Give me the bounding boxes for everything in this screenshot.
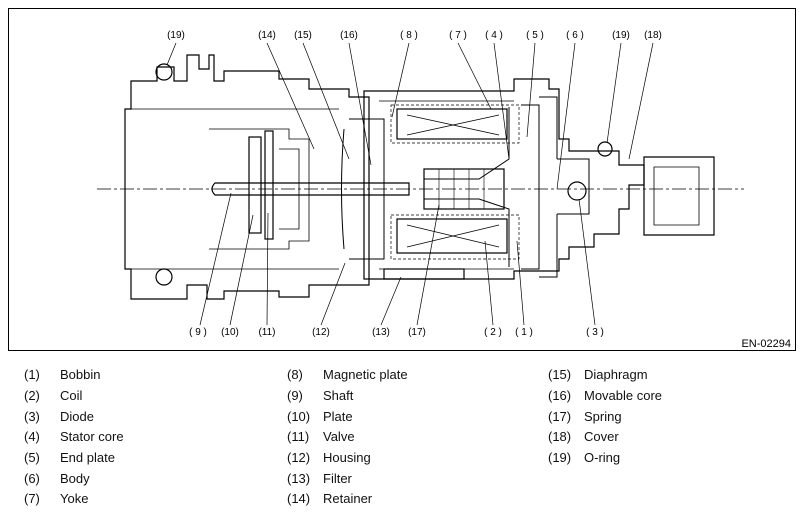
valve (264, 130, 274, 240)
plate (248, 136, 262, 234)
legend-item: (11) Valve (287, 429, 355, 445)
callout-top-11: (18) (644, 30, 662, 41)
callout-bottom-1: ( 9 ) (189, 327, 207, 338)
connector (643, 156, 715, 236)
legend-item: (13) Filter (287, 471, 352, 487)
legend-item: (7) Yoke (24, 491, 88, 507)
legend-item: (12) Housing (287, 450, 371, 466)
callout-bottom-8: ( 1 ) (515, 327, 533, 338)
legend-label: Bobbin (60, 367, 101, 382)
shaft (211, 182, 410, 196)
o-ring-top-left (155, 63, 173, 81)
legend-number: (2) (24, 388, 40, 403)
legend-number: (4) (24, 429, 40, 444)
legend-item: (5) End plate (24, 450, 115, 466)
callout-bottom-4: (12) (312, 327, 330, 338)
legend-label: Spring (584, 409, 622, 424)
legend-label: O-ring (584, 450, 621, 465)
callout-bottom-6: (17) (408, 327, 426, 338)
legend-label: Cover (584, 429, 619, 444)
legend-label: Diaphragm (584, 367, 648, 382)
legend-item: (4) Stator core (24, 429, 124, 445)
callout-top-10: (19) (612, 30, 630, 41)
callout-bottom-3: (11) (258, 327, 275, 338)
callout-top-2: (14) (258, 30, 276, 41)
legend-number: (15) (548, 367, 572, 382)
legend-label: End plate (60, 450, 115, 465)
legend-item: (17) Spring (548, 409, 622, 425)
legend-number: (17) (548, 409, 572, 424)
legend-label: Filter (323, 471, 352, 486)
legend-number: (10) (287, 409, 311, 424)
legend-label: Housing (323, 450, 371, 465)
callout-top-4: (16) (340, 30, 358, 41)
legend-number: (8) (287, 367, 303, 382)
legend-number: (18) (548, 429, 572, 444)
figure-code: EN-02294 (741, 338, 791, 350)
diagram-frame: (19) (14) (15) (16) ( 8 ) ( 7 ) ( 4 ) ( … (8, 8, 796, 351)
callout-bottom-7: ( 2 ) (484, 327, 502, 338)
legend-item: (1) Bobbin (24, 367, 100, 383)
callout-bottom-5: (13) (372, 327, 390, 338)
legend-label: Retainer (323, 491, 373, 506)
legend-number: (5) (24, 450, 40, 465)
coil-top (396, 108, 508, 140)
legend-number: (12) (287, 450, 311, 465)
legend-number: (6) (24, 471, 40, 486)
housing-outline (124, 54, 370, 300)
legend-number: (19) (548, 450, 572, 465)
legend-label: Yoke (60, 491, 89, 506)
legend-item: (15) Diaphragm (548, 367, 648, 383)
legend-number: (1) (24, 367, 40, 382)
legend-number: (14) (287, 491, 311, 506)
legend-item: (6) Body (24, 471, 90, 487)
legend-label: Plate (323, 409, 353, 424)
legend-item: (3) Diode (24, 409, 94, 425)
legend-number: (13) (287, 471, 311, 486)
legend-item: (2) Coil (24, 388, 82, 404)
legend-label: Stator core (60, 429, 124, 444)
legend-item: (14) Retainer (287, 491, 372, 507)
legend-number: (7) (24, 491, 40, 506)
legend-item: (8) Magnetic plate (287, 367, 408, 383)
solenoid-cross-section: (19) (14) (15) (16) ( 8 ) ( 7 ) ( 4 ) ( … (97, 30, 791, 350)
legend-label: Magnetic plate (323, 367, 408, 382)
legend-label: Valve (323, 429, 355, 444)
filter (383, 268, 465, 280)
legend-number: (9) (287, 388, 303, 403)
legend-number: (16) (548, 388, 572, 403)
legend-label: Diode (60, 409, 94, 424)
callout-bottom-9: ( 3 ) (586, 327, 604, 338)
callout-top-5: ( 8 ) (400, 30, 418, 41)
legend-item: (19) O-ring (548, 450, 620, 466)
o-ring-right (597, 141, 613, 157)
callout-top-6: ( 7 ) (449, 30, 467, 41)
yoke-outline (363, 78, 645, 280)
callout-top-9: ( 6 ) (566, 30, 584, 41)
o-ring-bottom-left (155, 268, 173, 286)
callout-top-8: ( 5 ) (526, 30, 544, 41)
legend-label: Shaft (323, 388, 354, 403)
legend-number: (3) (24, 409, 40, 424)
legend-item: (18) Cover (548, 429, 619, 445)
legend-item: (16) Movable core (548, 388, 662, 404)
legend-label: Movable core (584, 388, 663, 403)
callout-bottom-2: (10) (221, 327, 239, 338)
parts-legend: (1) Bobbin (2) Coil (3) Diode (4) Stator cor… (0, 360, 804, 510)
callout-top-7: ( 4 ) (485, 30, 503, 41)
coil-bottom (396, 218, 508, 254)
legend-number: (11) (287, 429, 310, 444)
callout-top-3: (15) (294, 30, 312, 41)
legend-item: (9) Shaft (287, 388, 353, 404)
callout-top-1: (19) (167, 30, 185, 41)
legend-label: Body (60, 471, 90, 486)
legend-label: Coil (60, 388, 83, 403)
legend-item: (10) Plate (287, 409, 353, 425)
